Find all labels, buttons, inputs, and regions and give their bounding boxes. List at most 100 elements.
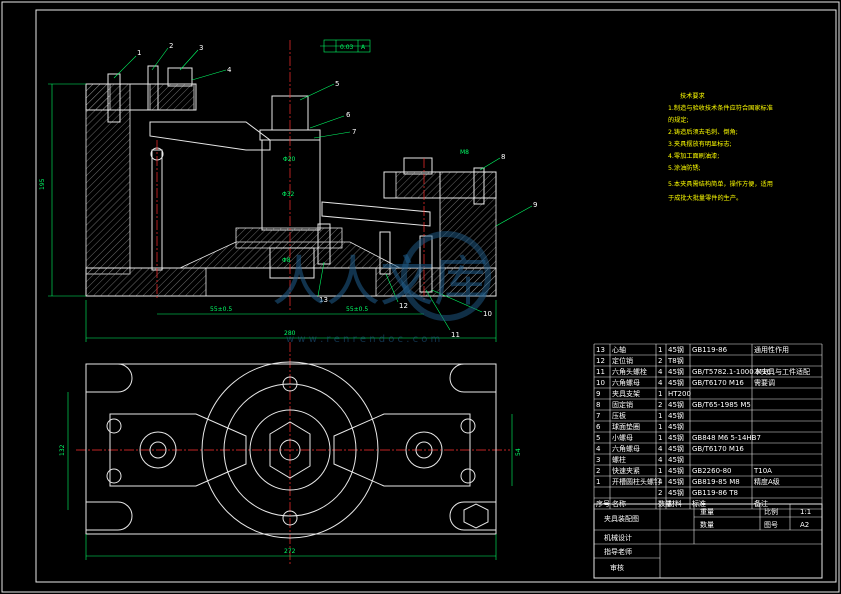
- bom-cell-name: 开槽圆柱头螺钉: [612, 477, 661, 486]
- bom-cell-no: 7: [596, 412, 600, 420]
- main-disc-outer: [201, 361, 379, 539]
- bom-cell-name: 球面垫圈: [612, 422, 640, 431]
- dim-left-offset: 55±0.5: [210, 306, 232, 313]
- bom-cell-mat: 45钢: [668, 367, 684, 376]
- bom-cell-no: 5: [596, 434, 600, 442]
- watermark: 人人文库 w w w . r e n r e n d o c . c o m: [272, 231, 491, 345]
- center-bore: [279, 439, 301, 461]
- stud-block: [149, 83, 195, 111]
- tech-note-line-7: 5.本夹具需结构简单，操作方便，适用: [668, 180, 773, 188]
- tech-note-line-5: 4.零加工面刷油漆;: [668, 152, 719, 160]
- bom-cell-name: 快速夹紧: [612, 466, 640, 475]
- title-scale-label: 比例: [764, 507, 778, 516]
- watermark-url: w w w . r e n r e n d o c . c o m: [286, 334, 440, 345]
- bom-cell-note: 需要调: [754, 378, 775, 387]
- bolt-hole-tl: [106, 418, 122, 434]
- title-scale-value: 1:1: [800, 508, 811, 516]
- right-stud-block: [395, 171, 441, 199]
- bom-cell-qty: 2: [658, 357, 662, 365]
- bom-cell-qty: 4: [658, 478, 663, 486]
- left-top-hatch: [85, 83, 111, 111]
- bom-cell-no: 8: [596, 401, 600, 409]
- title-designer-label: 机械设计: [604, 533, 632, 542]
- bom-cell-std: GB119-86: [692, 346, 728, 354]
- bom-cell-qty: 4: [658, 456, 663, 464]
- bom-cell-no: 4: [596, 445, 601, 453]
- bom-cell-mat: 45钢: [668, 466, 684, 475]
- bom-cell-qty: 4: [658, 445, 663, 453]
- center-column-section: [235, 227, 343, 249]
- main-disc-inner: [249, 409, 331, 491]
- title-sheet-value: A2: [800, 521, 809, 529]
- bom-cell-name: 螺柱: [612, 455, 626, 464]
- dim-top-h2: 54: [515, 448, 522, 456]
- bom-cell-note: 本夹具与工件适配: [754, 367, 810, 376]
- bom-cell-qty: 4: [658, 368, 663, 376]
- tech-note-line-6: 5.涂油防锈;: [668, 164, 701, 172]
- top-right-ear: [449, 363, 496, 393]
- bom-cell-name: 定位销: [612, 356, 633, 365]
- bom-cell-qty: 2: [658, 401, 662, 409]
- bom-cell-qty: 1: [658, 390, 662, 398]
- bom-cell-name: 心轴: [612, 345, 626, 354]
- bom-cell-no: 2: [596, 467, 600, 475]
- top-base-outline: [85, 363, 497, 535]
- tech-note-line-2: 的规定;: [668, 116, 689, 124]
- dim-height: 195: [39, 178, 46, 190]
- dim-d8: Φ8: [282, 257, 291, 264]
- title-name: 夹具装配图: [604, 514, 639, 523]
- title-weight-label: 重量: [700, 508, 714, 516]
- watermark-logo: [401, 231, 491, 321]
- tech-note-line-4: 3.夹具摆放有明显标志;: [668, 140, 732, 148]
- top-right-ear-2: [449, 501, 496, 531]
- balloon-4: 4: [227, 66, 232, 74]
- bom-cell-std: GB848 M6 5-14HB7: [692, 434, 761, 442]
- bom-cell-qty: 1: [658, 423, 662, 431]
- dim-bore: Φ32: [282, 191, 295, 198]
- bom-cell-std: GB119-86 T8: [692, 489, 738, 497]
- datum-a: A: [361, 44, 366, 51]
- inner-frame: [35, 9, 837, 583]
- base-hatch: [85, 267, 207, 297]
- bom-cell-mat: HT200: [668, 390, 691, 398]
- bom-cell-qty: 1: [658, 467, 662, 475]
- bom-cell-qty: 4: [658, 379, 663, 387]
- balloon-1: 1: [137, 49, 141, 57]
- bom-cell-no: 11: [596, 368, 605, 376]
- right-pivot: [405, 431, 443, 469]
- bom-cell-no: 13: [596, 346, 605, 354]
- bolt-hole-tr: [460, 418, 476, 434]
- balloon-13: 13: [319, 296, 328, 304]
- top-view: [85, 361, 497, 539]
- stud-1: [107, 73, 121, 123]
- title-reviewer-label: 审核: [610, 563, 624, 572]
- bom-cell-name: 六角头螺栓: [612, 367, 647, 376]
- top-dimensions: [67, 392, 513, 560]
- bom-cell-no: 12: [596, 357, 605, 365]
- tech-note-line-3: 2.铸造后须去毛刺、倒角;: [668, 128, 738, 136]
- bom-cell-mat: 45钢: [668, 378, 684, 387]
- title-block: [593, 503, 823, 579]
- bom-cell-note: 精度A级: [754, 477, 780, 486]
- title-qty-label: 数量: [700, 520, 714, 529]
- balloon-5: 5: [335, 80, 339, 88]
- top-hole: [282, 376, 298, 392]
- lower-lever: [321, 201, 431, 227]
- title-sheet-label: 图号: [764, 521, 778, 529]
- bolt-hole-bl: [106, 468, 122, 484]
- main-disc-mid: [223, 383, 357, 517]
- flatness-tolerance: 0.03: [340, 44, 354, 51]
- front-view: [85, 65, 497, 297]
- bom-cell-name: 夹具支架: [612, 389, 640, 398]
- bom-cell-qty: 1: [658, 434, 662, 442]
- tech-note-line-1: 1.制造与验收技术条件应符合国家标准: [668, 104, 773, 112]
- nut-3: [167, 67, 193, 87]
- bom-cell-note: T10A: [753, 467, 772, 475]
- pin-13: [317, 223, 331, 265]
- bom-cell-std: GB/T6170 M16: [692, 445, 744, 453]
- bom-cell-mat: 45钢: [668, 455, 684, 464]
- balloon-9: 9: [533, 201, 537, 209]
- dim-right-offset: 55±0.5: [346, 306, 368, 313]
